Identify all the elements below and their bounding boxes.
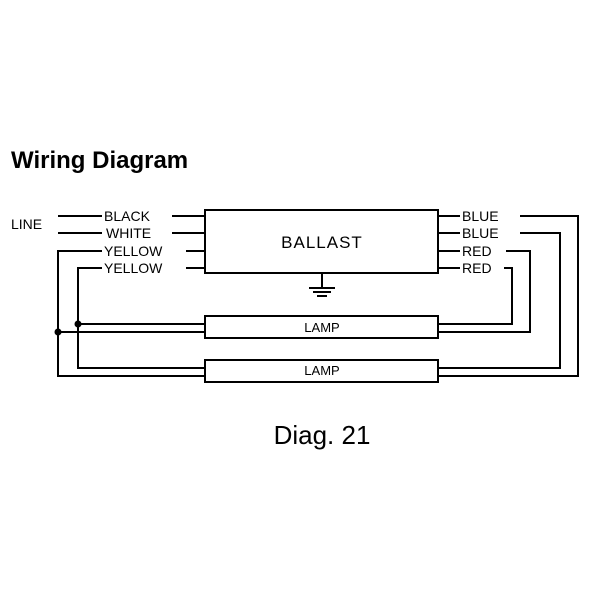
junction-wire — [54, 320, 205, 369]
line-label: LINE — [11, 216, 42, 232]
wire-label-black: BLACK — [104, 208, 151, 224]
wire-label-blue-1: BLUE — [462, 208, 499, 224]
wire-label-red-2: RED — [462, 260, 492, 276]
wire-label-yellow-1: YELLOW — [104, 243, 163, 259]
left-wire-yellow-2: YELLOW — [77, 260, 205, 325]
junction-dot — [54, 328, 62, 336]
wire-label-red-1: RED — [462, 243, 492, 259]
lamp-1: LAMP — [204, 315, 439, 339]
lamp-label-2: LAMP — [304, 363, 339, 378]
right-wire-red-2: RED — [438, 260, 513, 325]
wire-label-blue-2: BLUE — [462, 225, 499, 241]
ground-icon — [309, 273, 335, 297]
ballast-box — [204, 209, 439, 274]
wire-label-white: WHITE — [106, 225, 151, 241]
lamp-label-1: LAMP — [304, 320, 339, 335]
left-wire-black: BLACK — [104, 208, 205, 224]
right-wire-blue-2: BLUE — [438, 225, 561, 369]
right-wire-blue-1: BLUE — [438, 208, 579, 377]
right-wire-red-1: RED — [438, 243, 531, 333]
diagram-caption: Diag. 21 — [274, 420, 371, 450]
wire-label-yellow-2: YELLOW — [104, 260, 163, 276]
lamp-2: LAMP — [204, 359, 439, 383]
ballast-label: BALLAST — [281, 233, 363, 252]
line-bracket — [58, 215, 102, 234]
junction-dot — [74, 320, 82, 328]
left-wire-yellow-1: YELLOW — [57, 243, 205, 377]
left-wire-white: WHITE — [106, 225, 205, 241]
diagram-title: Wiring Diagram — [11, 147, 188, 174]
